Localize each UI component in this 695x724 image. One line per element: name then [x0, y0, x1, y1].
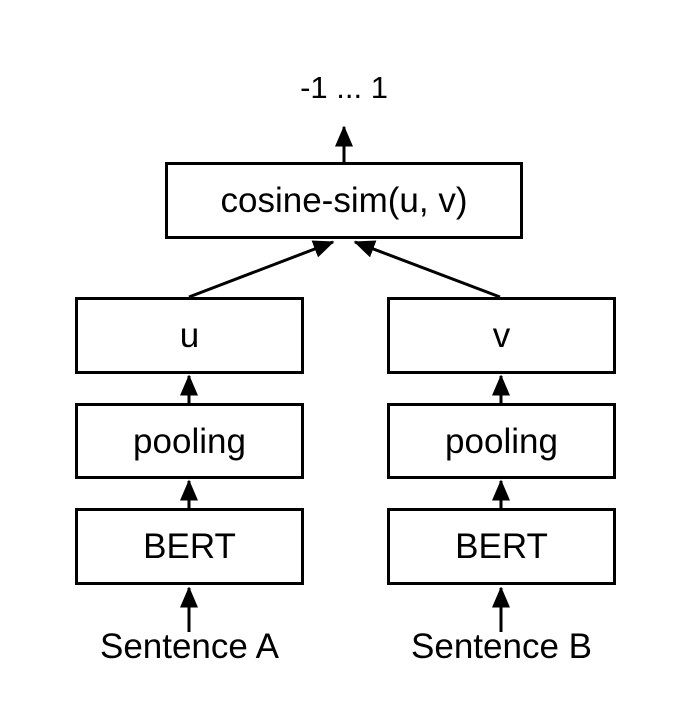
node-pooling-left: pooling: [75, 403, 304, 479]
node-bert-right: BERT: [387, 508, 616, 585]
input-label-sentence-a: Sentence A: [99, 627, 280, 666]
input-label-sentence-b: Sentence B: [411, 627, 592, 666]
node-pooling-right: pooling: [387, 403, 616, 479]
node-bert-left: BERT: [75, 508, 304, 585]
node-cosine-sim: cosine-sim(u, v): [165, 162, 523, 239]
output-range-label: -1 ... 1: [300, 70, 388, 105]
node-embedding-v: v: [387, 297, 616, 374]
node-embedding-u: u: [75, 297, 304, 374]
arrow-v-to-cosine: [353, 240, 501, 299]
arrow-u-to-cosine: [188, 240, 335, 299]
